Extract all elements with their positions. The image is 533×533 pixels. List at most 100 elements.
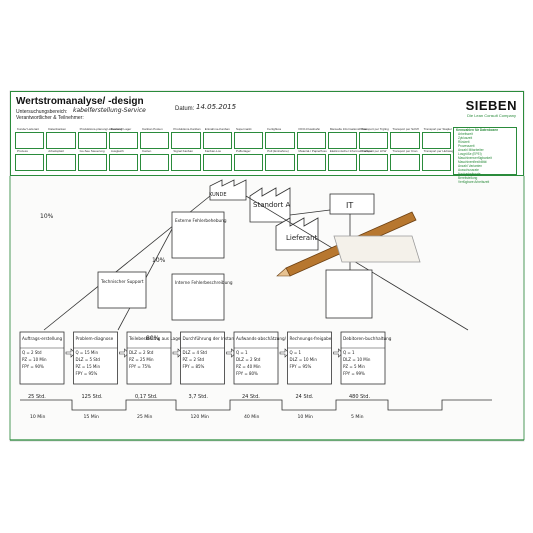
legend-item: Bereitstellung bbox=[458, 176, 478, 180]
palette-row-1-cell-label: Produktions-planung/-steuerung bbox=[79, 127, 123, 131]
internal-label: Interne Fehlerbeschreibung bbox=[175, 280, 233, 285]
process-stat: PZ = 40 Min bbox=[236, 364, 261, 369]
date-label: Datum: bbox=[175, 106, 195, 112]
legend-item: Nacharbeitsrate bbox=[458, 172, 481, 176]
palette-row-2-cell-label: Pull (Entnahme) bbox=[267, 149, 289, 153]
palette-row-2-cell-label: Elektronischer Informationsfluss bbox=[329, 149, 373, 153]
palette-row-1-cell: Produktions-planung/-steuerung bbox=[77, 127, 122, 149]
timeline-wait: 125 Std. bbox=[82, 394, 103, 400]
process-stat: Q = 1 bbox=[290, 350, 302, 355]
palette-row-2-cell: Pull (Entnahme) bbox=[265, 149, 295, 171]
legend-title: Kennzahlen für Datenboxen bbox=[456, 128, 499, 132]
palette-row-2-cell-label: Kanban-Los bbox=[204, 149, 221, 153]
date-value: 14.05.2015 bbox=[196, 103, 237, 111]
symbol-palette-row-2: Prozess Arbeitsplatz Go-See Steuerung Ausgl… bbox=[15, 149, 457, 171]
brand-logo: SIEBEN bbox=[465, 98, 517, 113]
palette-row-1-cell: Transport per Stapler bbox=[421, 127, 452, 149]
process-stat: FPY = 80% bbox=[236, 371, 258, 376]
timeline-proc: 10 Min bbox=[30, 414, 46, 420]
palette-row-1-cell-label: Kunde/ Lieferant bbox=[17, 127, 40, 131]
brand-tagline: Die Lean Consult Company bbox=[467, 113, 516, 118]
palette-row-1-cell-label: Transport per Schiff bbox=[392, 127, 419, 131]
legend-item: Prozesszeit bbox=[458, 144, 475, 148]
push-arrow bbox=[119, 348, 129, 358]
palette-row-1-cell-label: FIFO-Flussbahn bbox=[298, 127, 321, 131]
palette-row-2-cell-label: Arbeitsplatz bbox=[48, 149, 64, 153]
palette-row-2-cell-label: Signal Kanban bbox=[173, 149, 193, 153]
legend-item: Arbeitszeit bbox=[458, 132, 473, 136]
palette-row-2-cell-label: Kaizen bbox=[142, 149, 152, 153]
palette-row-2-cell-label: Go-See Steuerung bbox=[79, 149, 105, 153]
legend-item: Maschinenverfügbarkeit bbox=[458, 156, 492, 160]
percent-mid: 10% bbox=[152, 257, 166, 264]
process-stat: Q = 1 bbox=[236, 350, 248, 355]
palette-row-2-cell: Go-See Steuerung bbox=[77, 149, 107, 171]
process-stat: DLZ = 5 Std bbox=[76, 357, 101, 362]
timeline-wait: 25 Std. bbox=[28, 394, 46, 400]
palette-row-1-cell-label: Kanban Posten bbox=[142, 127, 163, 131]
timeline-wait: 24 Std. bbox=[296, 394, 314, 400]
palette-row-1-cell-label: Produktions-Kanban bbox=[173, 127, 201, 131]
push-arrow bbox=[279, 348, 290, 358]
push-arrow bbox=[172, 348, 183, 358]
area-value: kabelferstellung-Service bbox=[73, 107, 146, 114]
process-name: Durchführung der Instandhaltung bbox=[183, 336, 253, 341]
process-stat: DLZ = 10 Min bbox=[343, 357, 371, 362]
timeline-proc: 120 Min bbox=[191, 414, 209, 420]
timeline-proc: 10 Min bbox=[298, 414, 314, 420]
process-box bbox=[233, 331, 279, 385]
process-name: Auftrags-erstellung bbox=[22, 336, 63, 341]
palette-row-1-cell-label: Transport per Stapler bbox=[423, 127, 452, 131]
process-stat: DLZ = 4 Std bbox=[183, 350, 208, 355]
process-name: Problem-diagnose bbox=[76, 336, 114, 341]
external-label: Externe Fehlerbehebung bbox=[175, 218, 227, 223]
template-header: Wertstromanalyse/ -design Untersuchungsb… bbox=[10, 91, 524, 184]
process-stat: PZ = 25 Min bbox=[129, 357, 154, 362]
palette-row-2-cell-label: Transport per Kran bbox=[392, 149, 418, 153]
timeline-proc: 15 Min bbox=[84, 414, 100, 420]
it-label: IT bbox=[346, 201, 353, 210]
process-stat: Q = 15 Min bbox=[76, 350, 99, 355]
process-box bbox=[73, 331, 118, 385]
push-arrow bbox=[226, 348, 236, 358]
percent-flow: 80% bbox=[146, 335, 160, 342]
palette-row-2-cell: Material-/ Papierfluss bbox=[296, 149, 327, 171]
timeline-proc: 40 Min bbox=[244, 414, 260, 420]
palette-row-2-cell: Elektronischer Informationsfluss bbox=[327, 149, 372, 171]
process-name: Aufwands-abschätzung/ Rechnungsstellung bbox=[236, 336, 327, 341]
process-stat: FPY = 90% bbox=[22, 364, 44, 369]
palette-row-2-cell-label: Prozess bbox=[17, 149, 28, 153]
process-stat: DLZ = 10 Min bbox=[290, 357, 318, 362]
customer-label: KUNDE bbox=[209, 192, 227, 198]
palette-row-1-cell: Produktions-Kanban bbox=[171, 127, 201, 149]
process-box bbox=[19, 331, 65, 385]
palette-row-1-cell-label: Bestand/ Lager bbox=[110, 127, 132, 131]
palette-row-1-cell-label: Manuelle Informationsflüsse bbox=[329, 127, 368, 131]
palette-row-2-cell-label: Ausgleich bbox=[110, 149, 124, 153]
eraser bbox=[333, 235, 421, 263]
timeline-wait: 24 Std. bbox=[242, 394, 260, 400]
legend-item: Ausschussrate bbox=[458, 168, 479, 172]
palette-row-2-cell: Signal Kanban bbox=[171, 149, 201, 171]
palette-row-1-cell: Bestand/ Lager bbox=[108, 127, 139, 149]
palette-row-1-cell: Kanban Posten bbox=[140, 127, 170, 149]
process-stat: FPY = 75% bbox=[129, 364, 151, 369]
process-stat: DLZ = 2 Std bbox=[236, 357, 261, 362]
palette-row-2-cell: Ausgleich bbox=[108, 149, 139, 171]
process-name: Debitoren-buchhaltung bbox=[343, 336, 392, 341]
process-box bbox=[287, 331, 332, 385]
palette-row-1-cell: FIFO-Flussbahn bbox=[296, 127, 326, 149]
supplier-label: Lieferant bbox=[286, 234, 318, 242]
process-stat: PZ = 2 Std bbox=[183, 357, 205, 362]
legend-item: Zykluszeit bbox=[458, 136, 473, 140]
process-stat: FPY = 95% bbox=[290, 364, 312, 369]
palette-row-2-cell: Prozess bbox=[15, 149, 45, 171]
process-box bbox=[180, 331, 225, 385]
process-stat: DLZ = 2 Std bbox=[129, 350, 154, 355]
process-stat: PZ = 15 Min bbox=[76, 364, 101, 369]
palette-row-1-cell: Transport per Schiff bbox=[390, 127, 420, 149]
palette-row-2-cell: Kanban-Los bbox=[202, 149, 232, 171]
palette-row-1-cell: Fertigfluss bbox=[265, 127, 295, 149]
